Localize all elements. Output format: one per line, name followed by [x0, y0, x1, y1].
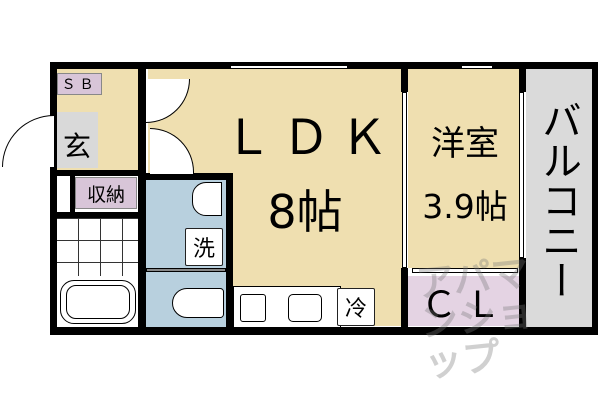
wall-storage-bottom [50, 212, 142, 218]
storage-label: 収納 [75, 177, 137, 209]
wall-washroom-top [140, 173, 232, 180]
western-room-size: 3.9帖 [422, 187, 508, 226]
closet-floor [408, 276, 522, 326]
ldk-western-sliding-door[interactable] [402, 92, 407, 268]
western-room-floor [408, 68, 522, 268]
closet-sliding-door[interactable] [412, 268, 518, 273]
washer-label: 洗 [185, 228, 223, 266]
fridge-label: 冷 [337, 288, 375, 326]
wall-ldk-western [401, 62, 408, 92]
western-room-name: 洋室 [431, 123, 499, 164]
bathroom-floor [56, 218, 140, 278]
wall-storage-left [70, 170, 75, 218]
entrance-floor [56, 112, 98, 168]
entrance-label: 玄 [62, 130, 91, 163]
shoe-box-label: ＳＢ [57, 73, 102, 95]
wall-washroom-right [226, 173, 233, 330]
balcony-floor [526, 68, 592, 328]
wall-storage-top [50, 170, 142, 176]
wall-western-balcony [519, 62, 526, 92]
wall-right [592, 62, 598, 335]
ldk-name: ＬＤＫ [224, 109, 399, 166]
ldk-window [230, 65, 348, 69]
wash-basin [192, 182, 222, 216]
entrance-door[interactable] [2, 115, 54, 167]
bathtub-inner [66, 285, 130, 319]
ldk-size: 8帖 [267, 185, 343, 239]
toilet [172, 288, 224, 318]
closet-label: ＣＬ [420, 285, 509, 326]
western-room-window [461, 65, 493, 69]
wall-ldk-western-lower [401, 268, 408, 330]
sink-icon [288, 294, 322, 322]
wall-hall-divider [138, 62, 146, 328]
balcony-label: バルコニー [535, 100, 581, 300]
western-balcony-sliding-door[interactable] [519, 92, 524, 258]
wall-left [50, 62, 57, 335]
stove-icon [240, 294, 266, 322]
wall-western-balcony-lower [519, 258, 526, 330]
washroom-sliding-door[interactable] [146, 268, 226, 272]
wall-bottom [50, 327, 598, 335]
